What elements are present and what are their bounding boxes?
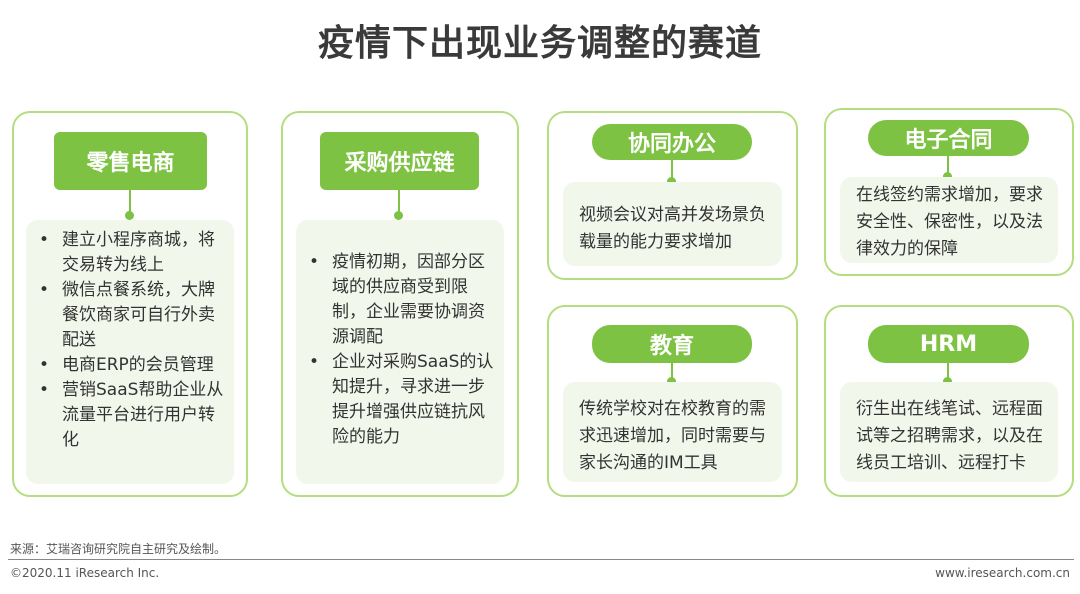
office-panel: 视频会议对高并发场景负载量的能力要求增加	[563, 182, 782, 266]
bullet-icon: •	[308, 352, 320, 372]
education-label: 教育	[592, 325, 752, 363]
contract-description: 在线签约需求增加，要求安全性、保密性，以及法律效力的保障	[856, 185, 1043, 259]
contract-panel: 在线签约需求增加，要求安全性、保密性，以及法律效力的保障	[840, 177, 1058, 263]
hrm-connector-dot	[943, 377, 952, 386]
contract-connector-dot	[943, 172, 952, 181]
office-connector	[671, 160, 673, 180]
footer-divider	[8, 559, 1074, 560]
education-description: 传统学校对在校教育的需求迅速增加，同时需要与家长沟通的IM工具	[579, 399, 766, 473]
contract-connector	[947, 156, 949, 174]
source-note: 来源：艾瑞咨询研究院自主研究及绘制。	[10, 542, 227, 556]
website-link[interactable]: www.iresearch.com.cn	[935, 566, 1070, 580]
page-title: 疫情下出现业务调整的赛道	[317, 23, 762, 64]
list-item: •微信点餐系统，大牌餐饮商家可自行外卖配送	[32, 278, 228, 353]
list-item: •企业对采购SaaS的认知提升，寻求进一步提升增强供应链抗风险的能力	[302, 350, 498, 450]
hrm-description: 衍生出在线笔试、远程面试等之招聘需求，以及在线员工培训、远程打卡	[856, 399, 1043, 473]
bullet-icon: •	[38, 280, 50, 300]
retail-bullet-list: •建立小程序商城，将交易转为线上 •微信点餐系统，大牌餐饮商家可自行外卖配送 •…	[32, 228, 228, 453]
bullet-icon: •	[38, 355, 50, 375]
supply-connector	[398, 190, 400, 214]
bullet-icon: •	[38, 230, 50, 250]
office-label: 协同办公	[592, 124, 752, 160]
list-item: •疫情初期，因部分区域的供应商受到限制，企业需要协调资源调配	[302, 250, 498, 350]
education-connector	[671, 363, 673, 379]
bullet-icon: •	[38, 380, 50, 400]
supply-label: 采购供应链	[320, 132, 479, 190]
retail-panel: •建立小程序商城，将交易转为线上 •微信点餐系统，大牌餐饮商家可自行外卖配送 •…	[26, 220, 234, 484]
bullet-icon: •	[308, 252, 320, 272]
hrm-connector	[947, 363, 949, 379]
hrm-panel: 衍生出在线笔试、远程面试等之招聘需求，以及在线员工培训、远程打卡	[840, 382, 1058, 482]
office-description: 视频会议对高并发场景负载量的能力要求增加	[579, 205, 766, 252]
supply-connector-dot	[394, 211, 403, 220]
office-connector-dot	[667, 177, 676, 186]
education-connector-dot	[667, 377, 676, 386]
contract-label: 电子合同	[868, 120, 1029, 156]
list-item: •建立小程序商城，将交易转为线上	[32, 228, 228, 278]
retail-label: 零售电商	[54, 132, 207, 190]
supply-bullet-list: •疫情初期，因部分区域的供应商受到限制，企业需要协调资源调配 •企业对采购Saa…	[302, 250, 498, 450]
copyright-text: ©2020.11 iResearch Inc.	[10, 566, 160, 580]
supply-panel: •疫情初期，因部分区域的供应商受到限制，企业需要协调资源调配 •企业对采购Saa…	[296, 220, 504, 484]
hrm-label: HRM	[868, 325, 1029, 363]
retail-connector	[129, 190, 131, 214]
list-item: •营销SaaS帮助企业从流量平台进行用户转化	[32, 378, 228, 453]
retail-connector-dot	[125, 211, 134, 220]
list-item: •电商ERP的会员管理	[32, 353, 228, 378]
education-panel: 传统学校对在校教育的需求迅速增加，同时需要与家长沟通的IM工具	[563, 382, 782, 482]
